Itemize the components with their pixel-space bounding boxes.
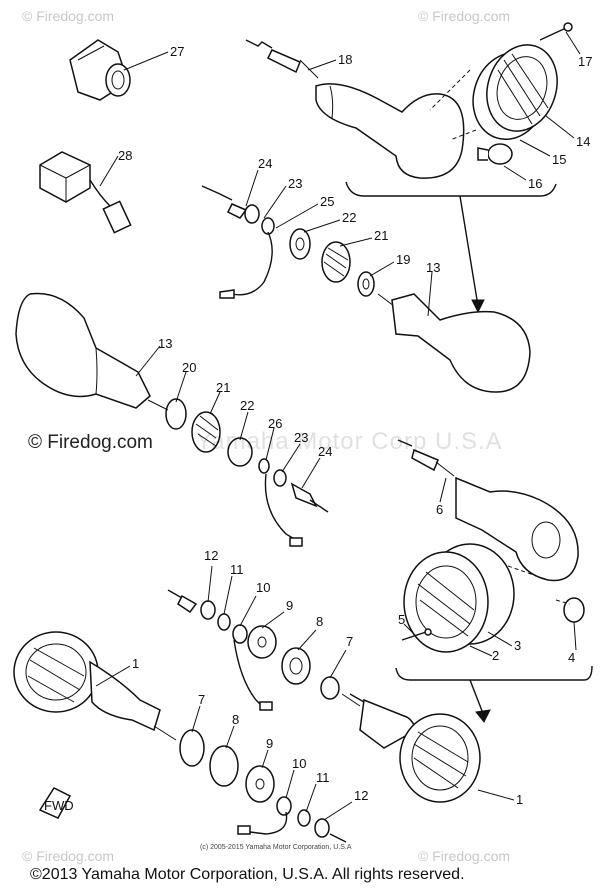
callout-9-bottom: 9 (266, 736, 273, 751)
callout-3: 3 (514, 638, 521, 653)
rear-flasher-assembly-top (245, 22, 573, 314)
callout-20: 20 (182, 360, 196, 375)
callout-9-mid: 9 (286, 598, 293, 613)
front-flasher-assembly-middle (167, 589, 361, 711)
watermark-bottom-left: © Firedog.com (22, 848, 115, 864)
callout-11-mid: 11 (230, 562, 244, 577)
callout-1-left: 1 (132, 656, 139, 671)
fwd-label: FWD (44, 798, 74, 813)
callout-4: 4 (568, 650, 575, 665)
callout-18: 18 (338, 52, 352, 67)
callout-24-left: 24 (318, 444, 332, 459)
watermark-center: © Firedog.com (28, 432, 153, 453)
front-flasher-assembly-left (13, 631, 347, 843)
watermark-top-right: © Firedog.com (418, 8, 511, 24)
callout-21-left: 21 (216, 380, 230, 395)
callout-10-mid: 10 (256, 580, 270, 595)
callout-22-left: 22 (240, 398, 254, 413)
relay-part-28 (39, 151, 132, 234)
callout-13-right: 13 (426, 260, 440, 275)
callout-5: 5 (398, 612, 405, 627)
callout-28: 28 (118, 148, 132, 163)
footer-copyright: ©2013 Yamaha Motor Corporation, U.S.A. A… (30, 866, 465, 883)
callout-22-top: 22 (342, 210, 356, 225)
callout-11-bottom: 11 (316, 770, 330, 785)
callout-7-bottom: 7 (198, 692, 205, 707)
callout-numbers: 27 28 18 17 14 15 16 24 23 25 22 21 19 1… (118, 44, 592, 807)
callout-14: 14 (576, 134, 590, 149)
callout-8-mid: 8 (316, 614, 323, 629)
callout-19: 19 (396, 252, 410, 267)
callout-24-top: 24 (258, 156, 272, 171)
watermark-top-left: © Firedog.com (22, 8, 115, 24)
callout-23-top: 23 (288, 176, 302, 191)
watermark-bottom-right: © Firedog.com (418, 848, 511, 864)
rear-flasher-assembly-middle (201, 185, 531, 393)
watermark-center-faint: Yamaha Motor Corp U.S.A (196, 428, 503, 455)
callout-8-bottom: 8 (232, 712, 239, 727)
flasher-relay-part-27 (69, 39, 131, 101)
callout-25: 25 (320, 194, 334, 209)
forward-direction-mark: FWD (38, 787, 74, 819)
front-flasher-assembly-right (395, 439, 593, 723)
callout-17: 17 (578, 54, 592, 69)
callout-10-bottom: 10 (292, 756, 306, 771)
small-copyright: (c) 2005-2015 Yamaha Motor Corporation, … (200, 844, 352, 851)
callout-7-mid: 7 (346, 634, 353, 649)
callout-12-bottom: 12 (354, 788, 368, 803)
callout-12-mid: 12 (204, 548, 218, 563)
callout-21-top: 21 (374, 228, 388, 243)
callout-13-left: 13 (158, 336, 172, 351)
leader-lines (95, 31, 581, 821)
callout-1-right: 1 (516, 792, 523, 807)
callout-27: 27 (170, 44, 184, 59)
front-flasher-assembly-right-bottom (349, 693, 481, 803)
callout-6: 6 (436, 502, 443, 517)
callout-2: 2 (492, 648, 499, 663)
callout-15: 15 (552, 152, 566, 167)
callout-26: 26 (268, 416, 282, 431)
rear-flasher-assembly-left (15, 292, 329, 547)
callout-23-left: 23 (294, 430, 308, 445)
callout-16: 16 (528, 176, 542, 191)
